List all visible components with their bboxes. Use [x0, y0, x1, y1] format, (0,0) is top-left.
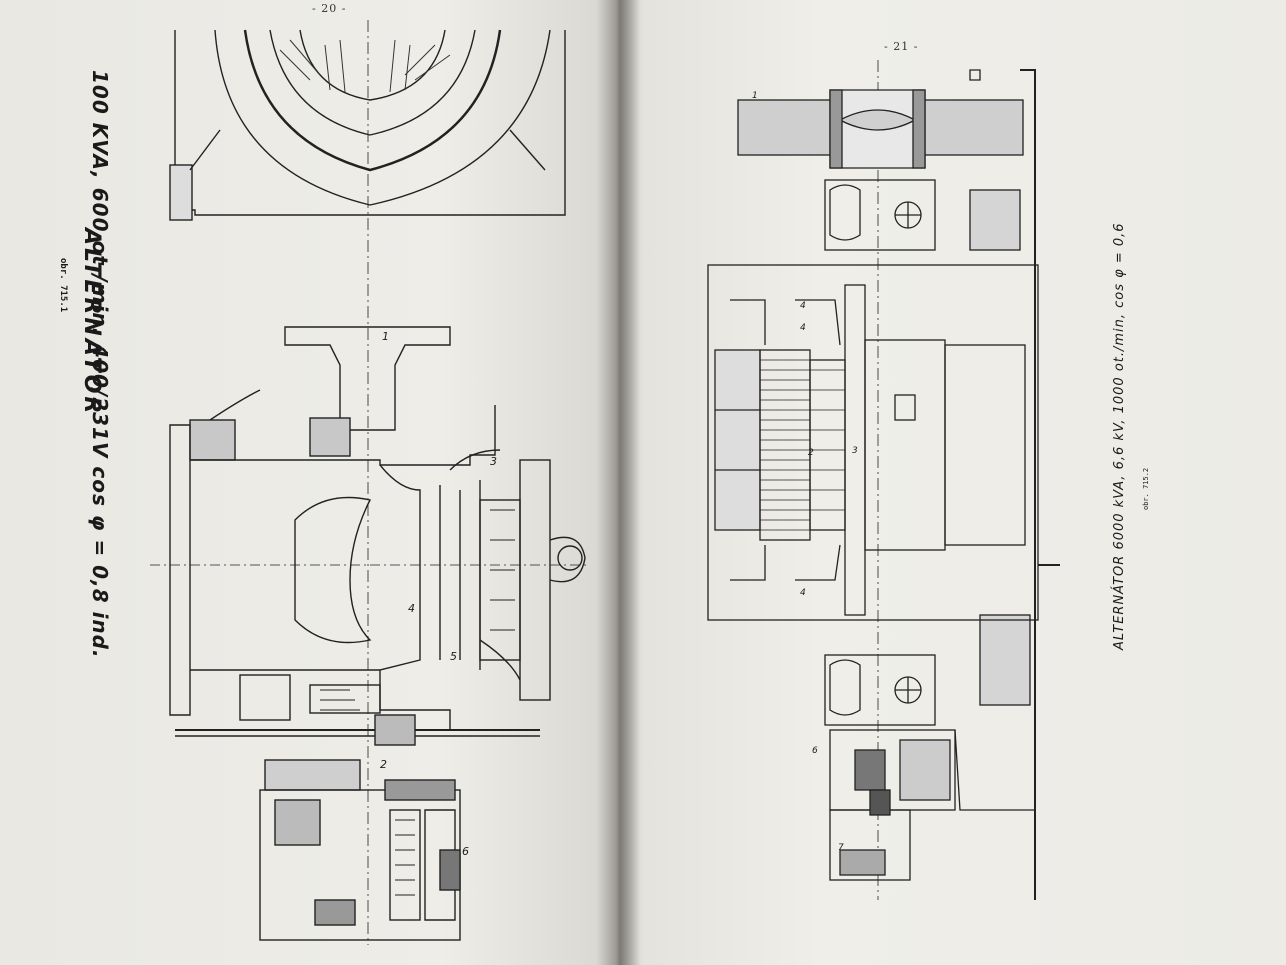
right-callout-7: 7	[838, 843, 844, 853]
left-callout-5: 5	[450, 650, 457, 663]
right-callout-6: 6	[812, 746, 818, 756]
right-page-number: - 21 -	[884, 40, 919, 53]
left-callout-1: 1	[382, 330, 389, 343]
book-gutter	[596, 0, 640, 965]
right-callout-4c: 4	[800, 588, 806, 598]
left-page-number: - 20 -	[312, 2, 347, 15]
left-callout-3: 3	[490, 455, 497, 468]
right-callout-3: 3	[852, 446, 858, 456]
left-callout-4: 4	[408, 602, 415, 615]
right-caption: ALTERNÁTOR 6000 kVA, 6,6 kV, 1000 ot./mi…	[1112, 222, 1127, 650]
left-alternator-drawing: 1 2 3 4 5 6	[150, 20, 590, 945]
right-alternator-drawing: 1 2 3 4 4 4 6 7	[707, 60, 1060, 900]
right-callout-4a: 4	[800, 301, 806, 311]
right-figure-ref: obr. 715.2	[1142, 467, 1150, 510]
left-callout-2: 2	[380, 758, 387, 771]
right-callout-4b: 4	[800, 323, 806, 333]
left-spec-line: 100 KVA, 600 ot./min. 400/231V cos φ = 0…	[88, 70, 112, 659]
left-callout-6: 6	[462, 845, 469, 858]
right-callout-1: 1	[752, 91, 758, 101]
right-callout-2: 2	[808, 448, 814, 458]
left-figure-ref: obr. 715.1	[58, 258, 68, 313]
